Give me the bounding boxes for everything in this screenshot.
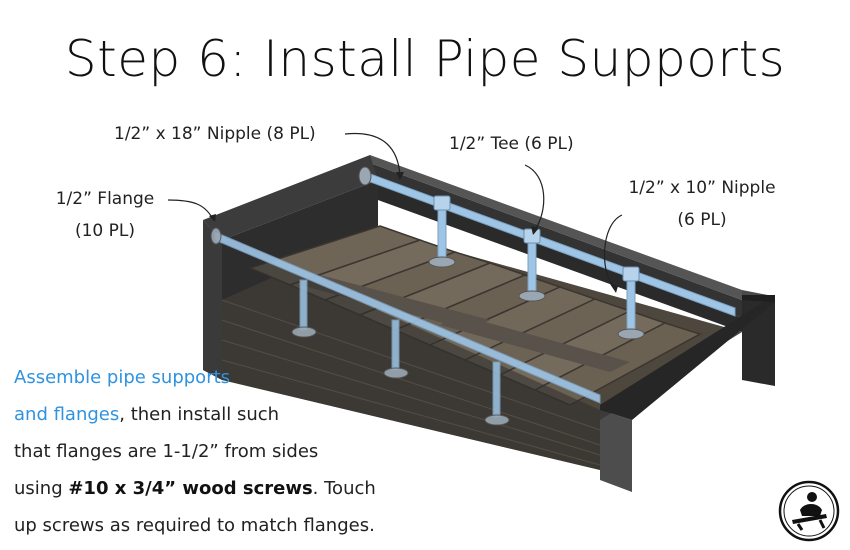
callout-nipple-10-line1: 1/2” x 10” Nipple (628, 178, 776, 198)
instructions-text-1: , then install such (119, 404, 280, 425)
front-top-rail (600, 295, 775, 420)
callout-nipple-10: 1/2” x 10” Nipple (6 PL) (622, 172, 782, 236)
callout-flange-line2: (10 PL) (74, 221, 136, 241)
instructions-text-3: using (14, 478, 69, 499)
callout-nipple-10-line2: (6 PL) (677, 210, 727, 230)
instructions-bold-screws: #10 x 3/4” wood screws (68, 478, 313, 499)
instructions-highlight-1: Assemble pipe supports (14, 367, 231, 388)
instructions-highlight-2: and flanges (14, 404, 120, 425)
instructions-text: Assemble pipe supports and flanges, then… (14, 359, 434, 544)
callout-flange: 1/2” Flange (10 PL) (47, 183, 163, 247)
left-wall (203, 155, 378, 240)
front-right-post (600, 410, 632, 492)
instructions-text-2: that flanges are 1-1/2” from sides (14, 441, 319, 462)
back-flanges (358, 166, 645, 340)
woodworker-logo-icon (778, 480, 840, 542)
front-flanges (210, 227, 510, 426)
callout-tee: 1/2” Tee (6 PL) (449, 134, 574, 154)
callout-flange-line1: 1/2” Flange (55, 189, 155, 209)
callout-nipple-18: 1/2” x 18” Nipple (8 PL) (114, 124, 316, 144)
leader-arrowheads (209, 172, 618, 293)
instructions-text-5: up screws as required to match flanges. (14, 515, 375, 536)
instructions-text-4: . Touch (312, 478, 376, 499)
page-title: Step 6: Install Pipe Supports (64, 30, 786, 88)
